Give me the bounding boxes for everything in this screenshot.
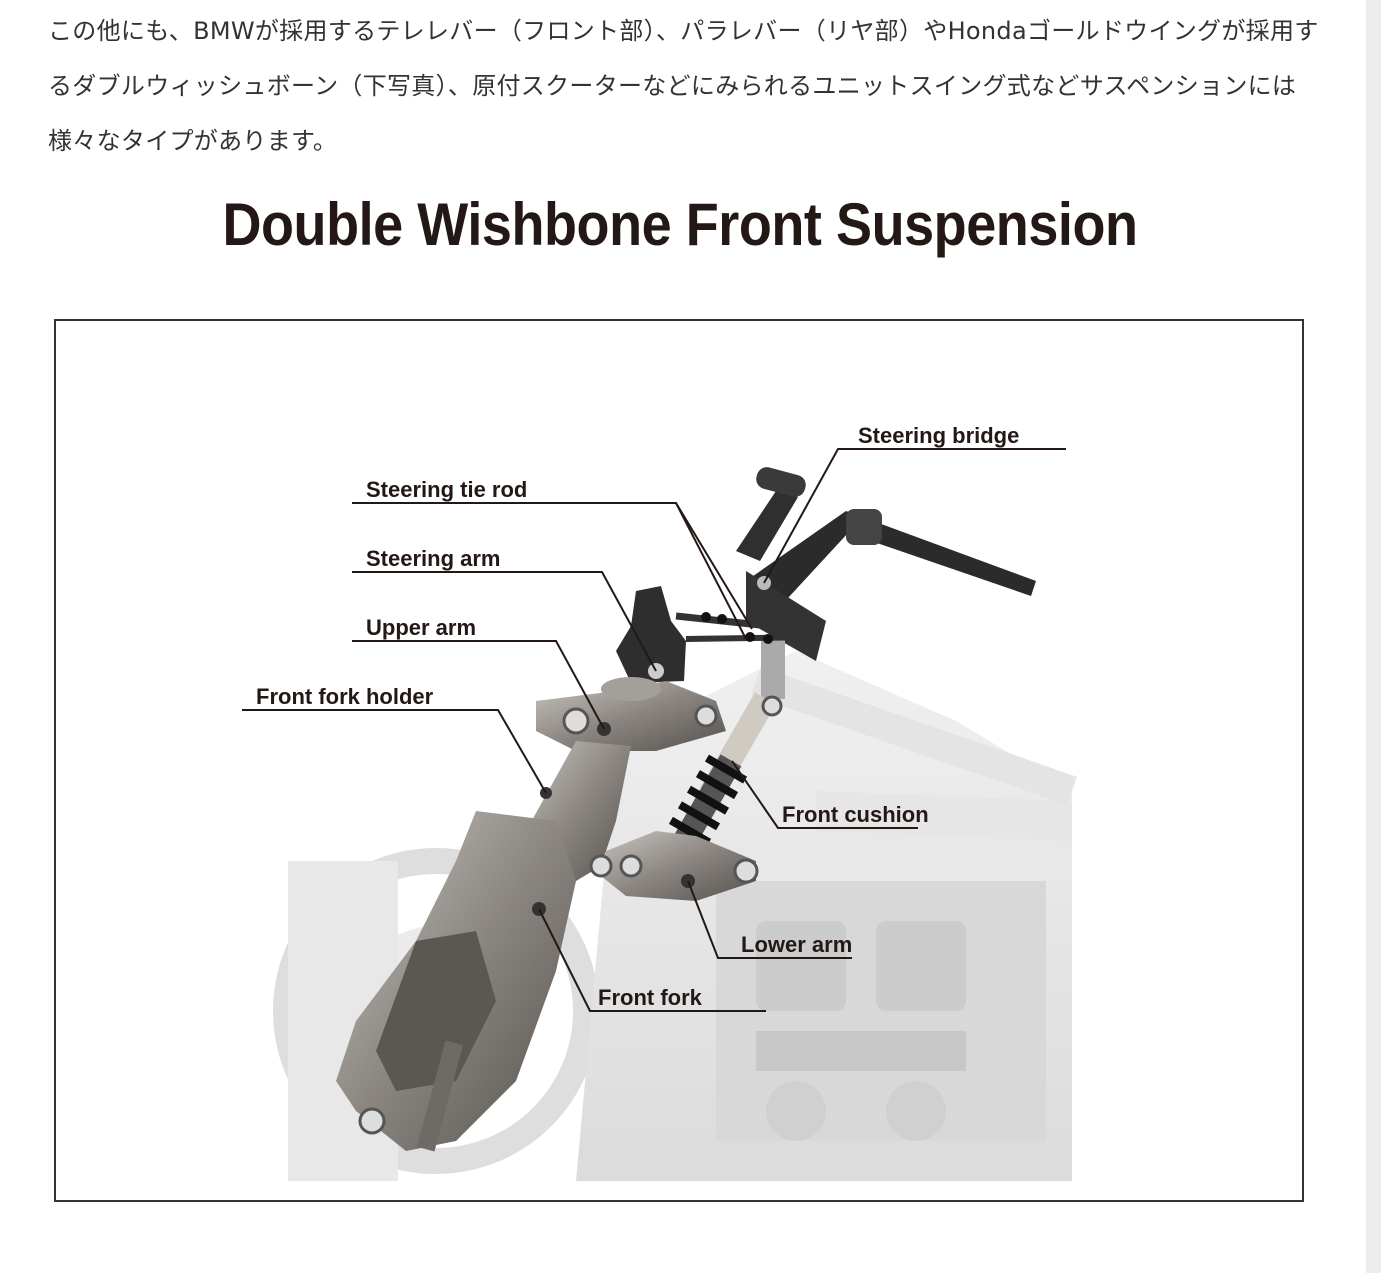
label-steering-tie-rod: Steering tie rod — [366, 477, 527, 502]
upper-arm-part — [536, 677, 726, 751]
label-lower-arm: Lower arm — [741, 932, 852, 957]
label-steering-bridge: Steering bridge — [858, 423, 1019, 448]
label-upper-arm: Upper arm — [366, 615, 476, 640]
article-paragraph: この他にも、BMWが採用するテレレバー（フロント部）、パラレバー（リヤ部）やHo… — [48, 17, 1319, 155]
diagram-frame: Steering bridge Steering tie rod Steerin… — [54, 319, 1304, 1202]
label-steering-arm: Steering arm — [366, 546, 501, 571]
label-front-fork: Front fork — [598, 985, 703, 1010]
lower-arm-part — [601, 831, 759, 901]
label-front-cushion: Front cushion — [782, 802, 929, 827]
figure-title: Double Wishbone Front Suspension — [222, 191, 1138, 258]
vertical-scrollbar[interactable] — [1366, 0, 1381, 1273]
front-fork-part — [336, 741, 631, 1152]
callout-leaders — [242, 448, 1066, 1012]
label-front-fork-holder: Front fork holder — [256, 684, 434, 709]
suspension-diagram: Steering bridge Steering tie rod Steerin… — [242, 423, 1077, 1181]
scrollbar-thumb[interactable] — [1366, 0, 1381, 1273]
suspension-figure: Double Wishbone Front Suspension — [0, 180, 1366, 1230]
